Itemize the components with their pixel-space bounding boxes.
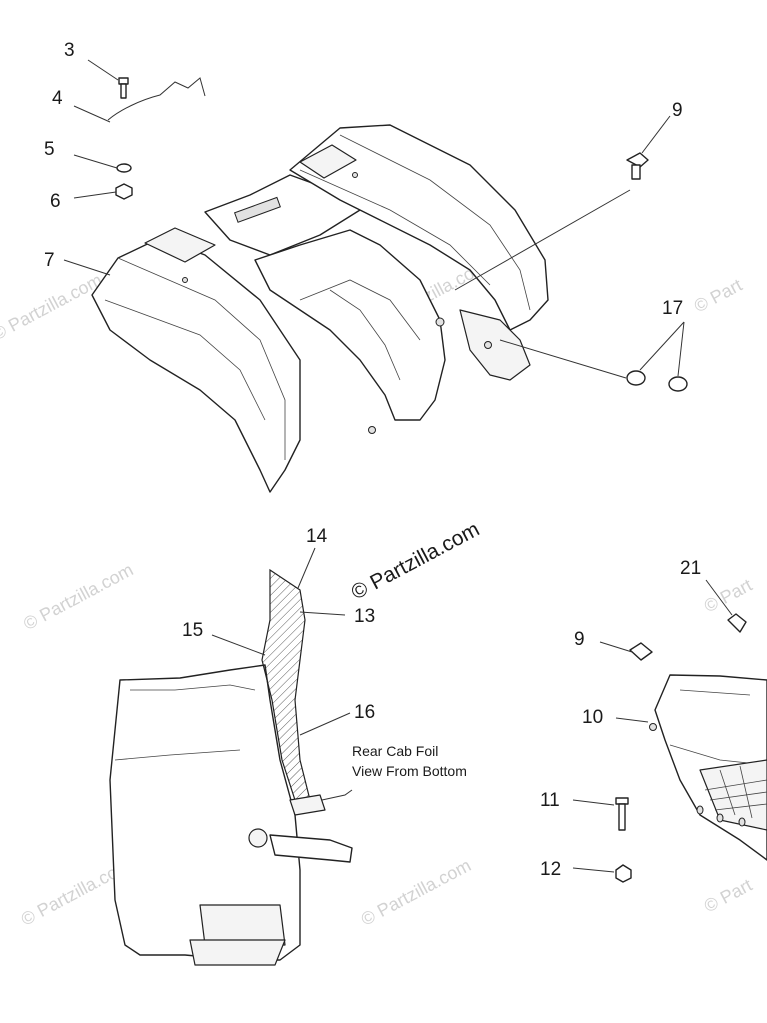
watermark-faint: © Partzilla.com (358, 855, 474, 930)
callout-21: 21 (680, 558, 701, 579)
callout-12: 12 (540, 859, 561, 880)
watermark-faint: © Partzilla.com (20, 559, 136, 634)
note-line-1: Rear Cab Foil (352, 743, 438, 759)
callout-10: 10 (582, 707, 603, 728)
callout-5: 5 (44, 139, 55, 160)
footwell-assembly (615, 613, 767, 883)
callout-11: 11 (540, 790, 560, 811)
footwell-tread (704, 765, 767, 819)
leader-lines-top (63, 59, 685, 379)
callout-7: 7 (44, 250, 55, 271)
callout-15: 15 (182, 620, 203, 641)
callout-3: 3 (64, 40, 75, 61)
leader-lines-bottom-left (211, 547, 351, 736)
callout-16: 16 (354, 702, 375, 723)
rear-cab-assembly (91, 124, 549, 493)
side-panel-assembly (109, 568, 353, 966)
view-note: Rear Cab Foil View From Bottom (352, 743, 467, 779)
callout-14: 14 (306, 526, 328, 547)
callout-9-bottom: 9 (574, 629, 585, 650)
callout-9-top: 9 (672, 100, 683, 121)
callout-6: 6 (50, 191, 61, 212)
watermark-main: © Partzilla.com (348, 518, 484, 605)
callout-labels: 3 4 5 6 7 9 17 14 13 15 16 21 9 10 11 12 (44, 40, 701, 880)
watermark-faint: © Part (691, 275, 746, 317)
hardware-top (107, 77, 688, 392)
note-line-2: View From Bottom (352, 763, 467, 779)
watermark-faint: © Partzilla.com (0, 270, 105, 345)
callout-13: 13 (354, 606, 375, 627)
watermark-faint: © Part (701, 875, 756, 917)
leader-lines-bottom-right (572, 579, 733, 873)
callout-4: 4 (52, 88, 63, 109)
callout-17: 17 (662, 298, 683, 319)
